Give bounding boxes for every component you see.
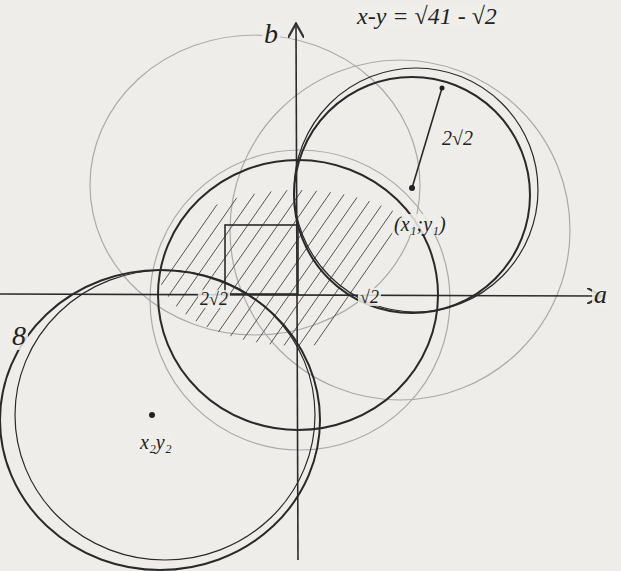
sketch-label: x-y = √41 - √2 <box>355 4 499 28</box>
sketch-label: x₂y₂ <box>138 432 174 452</box>
sketch-label: b <box>262 20 280 48</box>
shaded-region <box>95 150 450 380</box>
faint-circles <box>90 35 570 450</box>
sketch-label: 2√2 <box>198 290 230 308</box>
sketch-label: (x₁;y₁) <box>392 214 448 234</box>
sketch-label: 2√2 <box>440 128 475 148</box>
sketch-label: 8 <box>10 322 28 350</box>
sketch-label: a <box>592 282 609 308</box>
points <box>149 86 445 419</box>
circles <box>0 68 538 570</box>
sketch-label: √2 <box>358 288 381 306</box>
axes <box>0 25 600 560</box>
